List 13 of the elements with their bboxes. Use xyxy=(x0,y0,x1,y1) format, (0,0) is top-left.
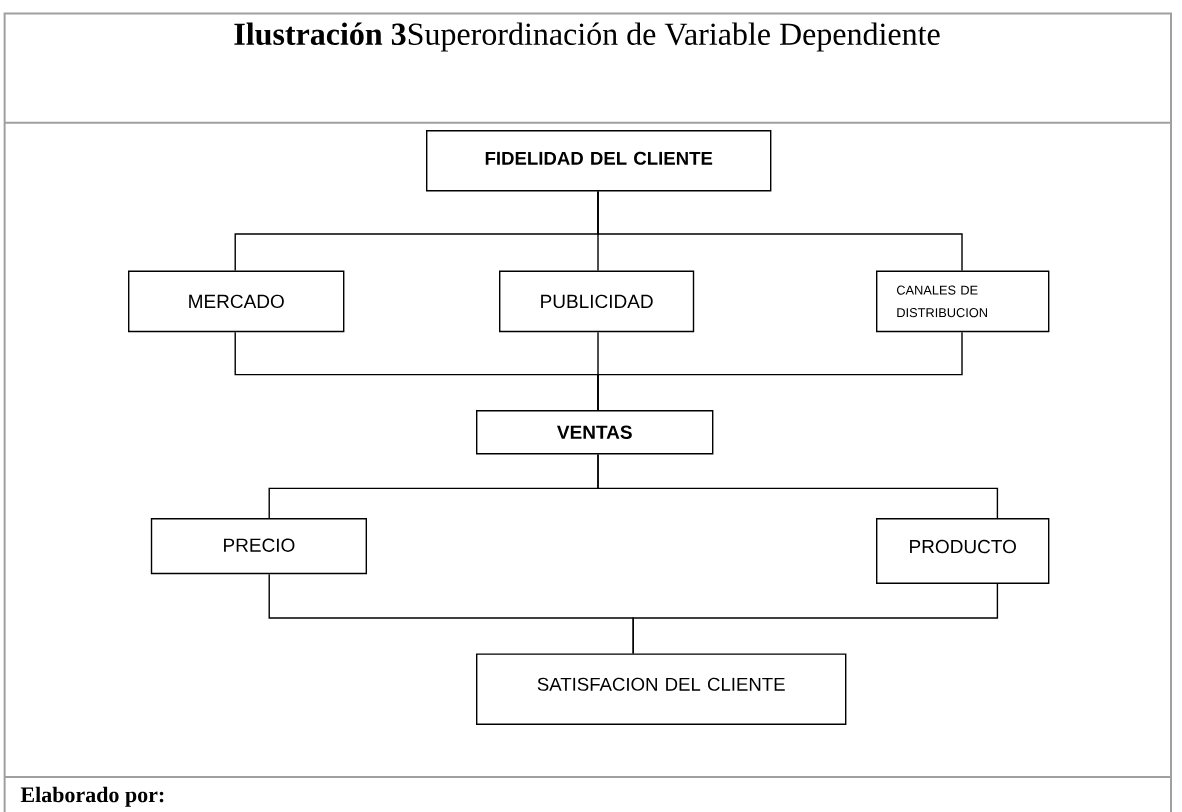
concept-box: SATISFACION DEL CLIENTE xyxy=(476,653,847,725)
concept-box: PRECIO xyxy=(150,518,367,575)
connector xyxy=(632,583,999,655)
connector xyxy=(597,453,999,519)
concept-box: PRODUCTO xyxy=(876,518,1050,584)
concept-box: MERCADO xyxy=(128,270,345,333)
footer-note: Elaborado por: xyxy=(20,786,164,807)
concept-box: PUBLICIDAD xyxy=(499,270,695,333)
connector xyxy=(597,190,963,272)
concept-box: FIDELIDAD DEL CLIENTE xyxy=(426,130,772,192)
concept-box: VENTAS xyxy=(476,410,714,455)
title: Ilustración 3Superordinación de Variable Dependiente xyxy=(234,22,940,52)
connector xyxy=(597,331,963,411)
